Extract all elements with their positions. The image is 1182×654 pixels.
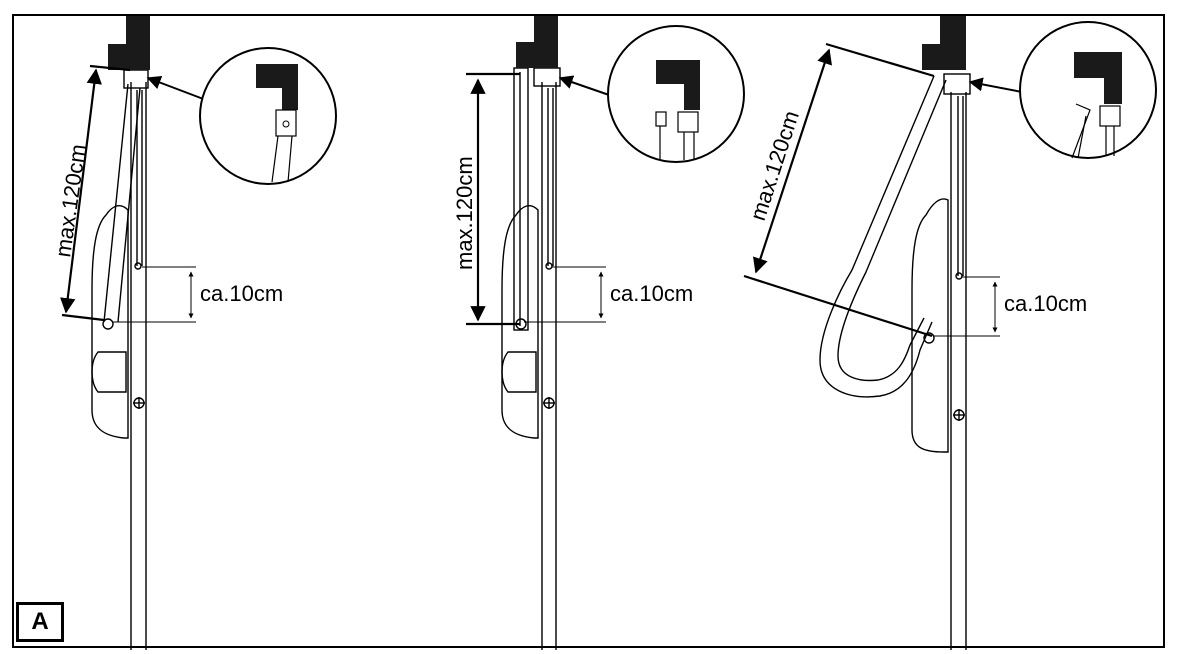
detail-circle-3 (1019, 21, 1157, 159)
figure-frame (12, 14, 1165, 648)
detail-circle-2 (607, 25, 745, 163)
dimension-offset-2 (524, 266, 606, 323)
panel-3 (819, 73, 971, 650)
offset-label-2: ca.10cm (610, 281, 693, 306)
detail-circle-1 (199, 47, 337, 185)
offset-label-3: ca.10cm (1004, 291, 1087, 316)
dimension-length-2 (466, 72, 520, 326)
length-label-1: max.120cm (50, 143, 91, 259)
dimension-length-3 (743, 42, 935, 338)
dimension-length-1 (60, 64, 131, 322)
length-label-3: max.120cm (745, 108, 804, 224)
length-label-2: max.120cm (452, 156, 477, 270)
panel-2 (501, 67, 561, 650)
figure-badge: A (16, 602, 64, 642)
dimension-offset-3 (934, 276, 1000, 337)
offset-label-1: ca.10cm (200, 281, 283, 306)
dimension-offset-1 (112, 266, 196, 323)
panel-1 (91, 69, 149, 650)
